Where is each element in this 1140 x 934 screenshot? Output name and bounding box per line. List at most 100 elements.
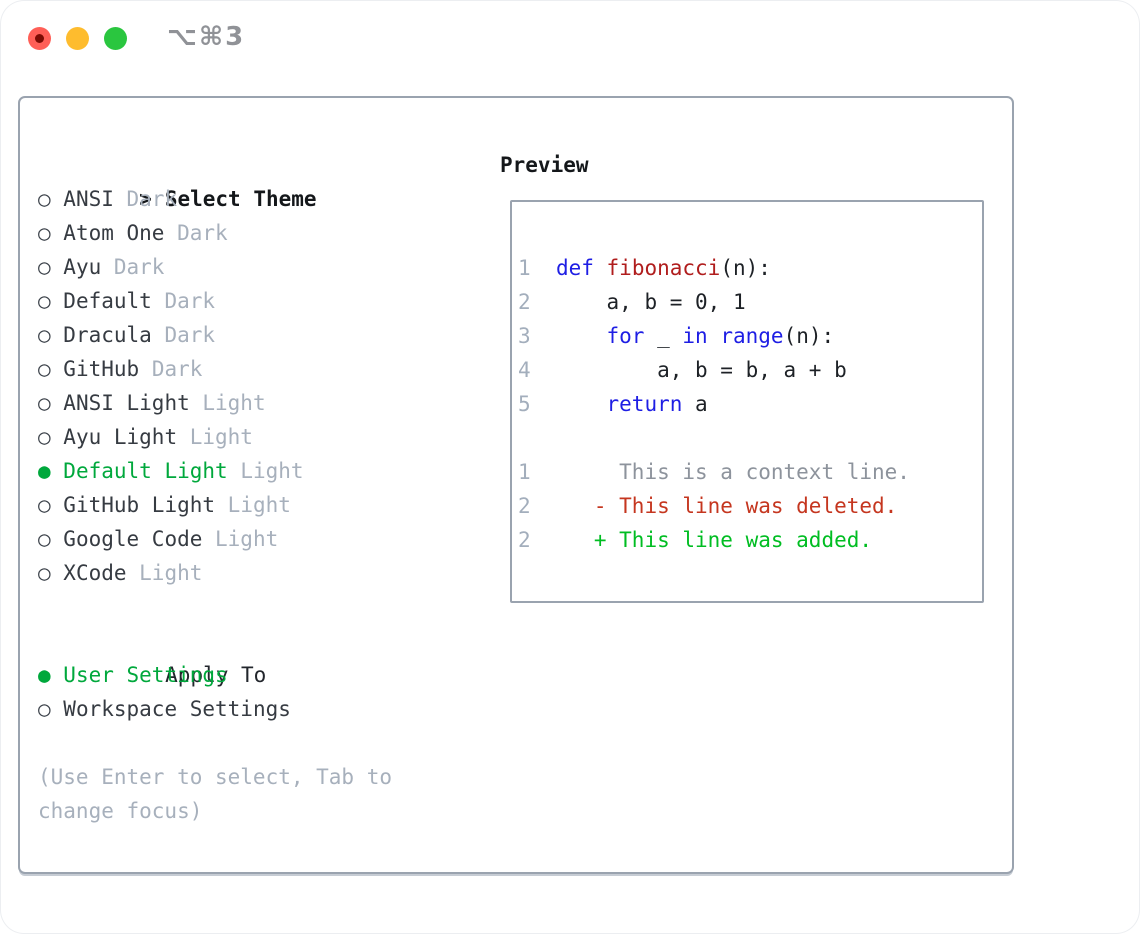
select-theme-header: > Select Theme: [38, 148, 463, 211]
code-line: 2 - This line was deleted.: [518, 489, 982, 523]
code-segment: return: [606, 392, 683, 416]
line-number: 1: [518, 460, 556, 484]
theme-name: Default: [50, 289, 152, 313]
code-line: 2 a, b = 0, 1: [518, 285, 982, 319]
radio-icon: ○: [38, 527, 51, 551]
theme-option-default[interactable]: ○ Default Dark: [38, 284, 463, 318]
theme-name: Default Light: [50, 459, 228, 483]
theme-variant: Light: [202, 527, 279, 551]
line-number: 2: [518, 290, 556, 314]
theme-picker-panel: >Select Theme ○ ANSI Dark○ Atom One Dark…: [18, 96, 1014, 874]
code-segment: a, b = 0, 1: [555, 290, 746, 314]
theme-option-google-code[interactable]: ○ Google Code Light: [38, 522, 463, 556]
theme-name: ANSI: [50, 187, 114, 211]
hint-text: (Use Enter to select, Tab to change focu…: [38, 765, 393, 823]
theme-variant: Dark: [151, 323, 216, 347]
theme-option-xcode[interactable]: ○ XCode Light: [38, 556, 463, 590]
theme-option-atom-one[interactable]: ○ Atom One Dark: [38, 216, 463, 250]
theme-option-ansi[interactable]: ○ ANSI Dark: [38, 182, 463, 216]
radio-icon: ○: [38, 255, 51, 279]
code-segment: [556, 324, 607, 348]
radio-icon: ○: [38, 289, 51, 313]
code-line: [518, 421, 982, 455]
radio-icon: ○: [38, 357, 51, 381]
theme-option-ansi-light[interactable]: ○ ANSI Light Light: [38, 386, 463, 420]
apply-option-workspace-settings[interactable]: ○ Workspace Settings: [38, 692, 463, 726]
prompt-arrow-icon: >: [139, 187, 152, 211]
radio-selected-icon: ●: [38, 663, 51, 687]
code-line: 1 This is a context line.: [518, 455, 982, 489]
close-button[interactable]: [28, 27, 51, 50]
code-segment: (n):: [720, 256, 771, 280]
theme-name: Dracula: [50, 323, 152, 347]
radio-icon: ○: [38, 493, 51, 517]
line-number: 1: [518, 256, 556, 280]
minimize-button[interactable]: [66, 27, 89, 50]
spacer: [38, 590, 463, 624]
theme-option-dracula[interactable]: ○ Dracula Dark: [38, 318, 463, 352]
line-number: 3: [518, 324, 556, 348]
theme-name: XCode: [50, 561, 127, 585]
theme-variant: Light: [227, 459, 304, 483]
code-segment: def: [555, 256, 594, 280]
code-segment: in: [682, 324, 708, 348]
apply-option-user-settings[interactable]: ● User Settings: [38, 658, 463, 692]
theme-variant: Light: [126, 561, 203, 585]
apply-option-label: Workspace Settings: [50, 697, 291, 721]
theme-name: GitHub: [50, 357, 140, 381]
theme-option-ayu[interactable]: ○ Ayu Dark: [38, 250, 463, 284]
theme-variant: Dark: [101, 255, 165, 279]
theme-variant: Dark: [113, 187, 178, 211]
code-segment: a: [682, 392, 708, 416]
line-number: [518, 426, 556, 450]
theme-name: Google Code: [50, 527, 203, 551]
code-segment: (n):: [783, 324, 835, 348]
code-line: 1 def fibonacci(n):: [518, 251, 982, 285]
window-shortcut-label: ⌥⌘3: [167, 22, 246, 52]
line-number: 2: [518, 528, 556, 552]
theme-name: Ayu Light: [50, 425, 178, 449]
code-segment: [556, 392, 607, 416]
theme-list: ○ ANSI Dark○ Atom One Dark○ Ayu Dark○ De…: [38, 182, 463, 590]
apply-to-title: Apply To: [165, 663, 267, 687]
apply-option-label: User Settings: [50, 663, 228, 687]
code-segment: + This line was added.: [555, 528, 873, 552]
radio-icon: ○: [38, 697, 51, 721]
select-theme-title: Select Theme: [164, 187, 317, 211]
theme-option-github-light[interactable]: ○ GitHub Light Light: [38, 488, 463, 522]
preview-title: Preview: [500, 153, 589, 177]
code-segment: for: [606, 324, 645, 348]
theme-name: GitHub Light: [50, 493, 216, 517]
code-segment: This is a context line.: [555, 460, 910, 484]
code-line: 2 + This line was added.: [518, 523, 982, 557]
theme-name: ANSI Light: [50, 391, 190, 415]
theme-variant: Light: [189, 391, 266, 415]
theme-option-default-light[interactable]: ● Default Light Light: [38, 454, 463, 488]
apply-to-list: ● User Settings○ Workspace Settings: [38, 658, 463, 726]
code-segment: [708, 324, 721, 348]
radio-icon: ○: [38, 425, 51, 449]
code-segment: - This line was deleted.: [555, 494, 898, 518]
theme-option-ayu-light[interactable]: ○ Ayu Light Light: [38, 420, 463, 454]
code-line: 5 return a: [518, 387, 982, 421]
code-segment: _: [644, 324, 683, 348]
radio-selected-icon: ●: [38, 459, 51, 483]
code-line: 3 for _ in range(n):: [518, 319, 982, 353]
theme-variant: Dark: [151, 289, 216, 313]
theme-option-github[interactable]: ○ GitHub Dark: [38, 352, 463, 386]
spacer: [38, 726, 463, 760]
theme-variant: Dark: [139, 357, 203, 381]
theme-variant: Light: [215, 493, 291, 517]
code-segment: range: [720, 324, 784, 348]
titlebar: [28, 27, 127, 50]
apply-to-header: Apply To: [38, 624, 463, 687]
line-number: 2: [518, 494, 556, 518]
theme-variant: Light: [177, 425, 253, 449]
line-number: 5: [518, 392, 556, 416]
zoom-button[interactable]: [104, 27, 127, 50]
theme-name: Atom One: [50, 221, 165, 245]
line-number: 4: [518, 358, 556, 382]
